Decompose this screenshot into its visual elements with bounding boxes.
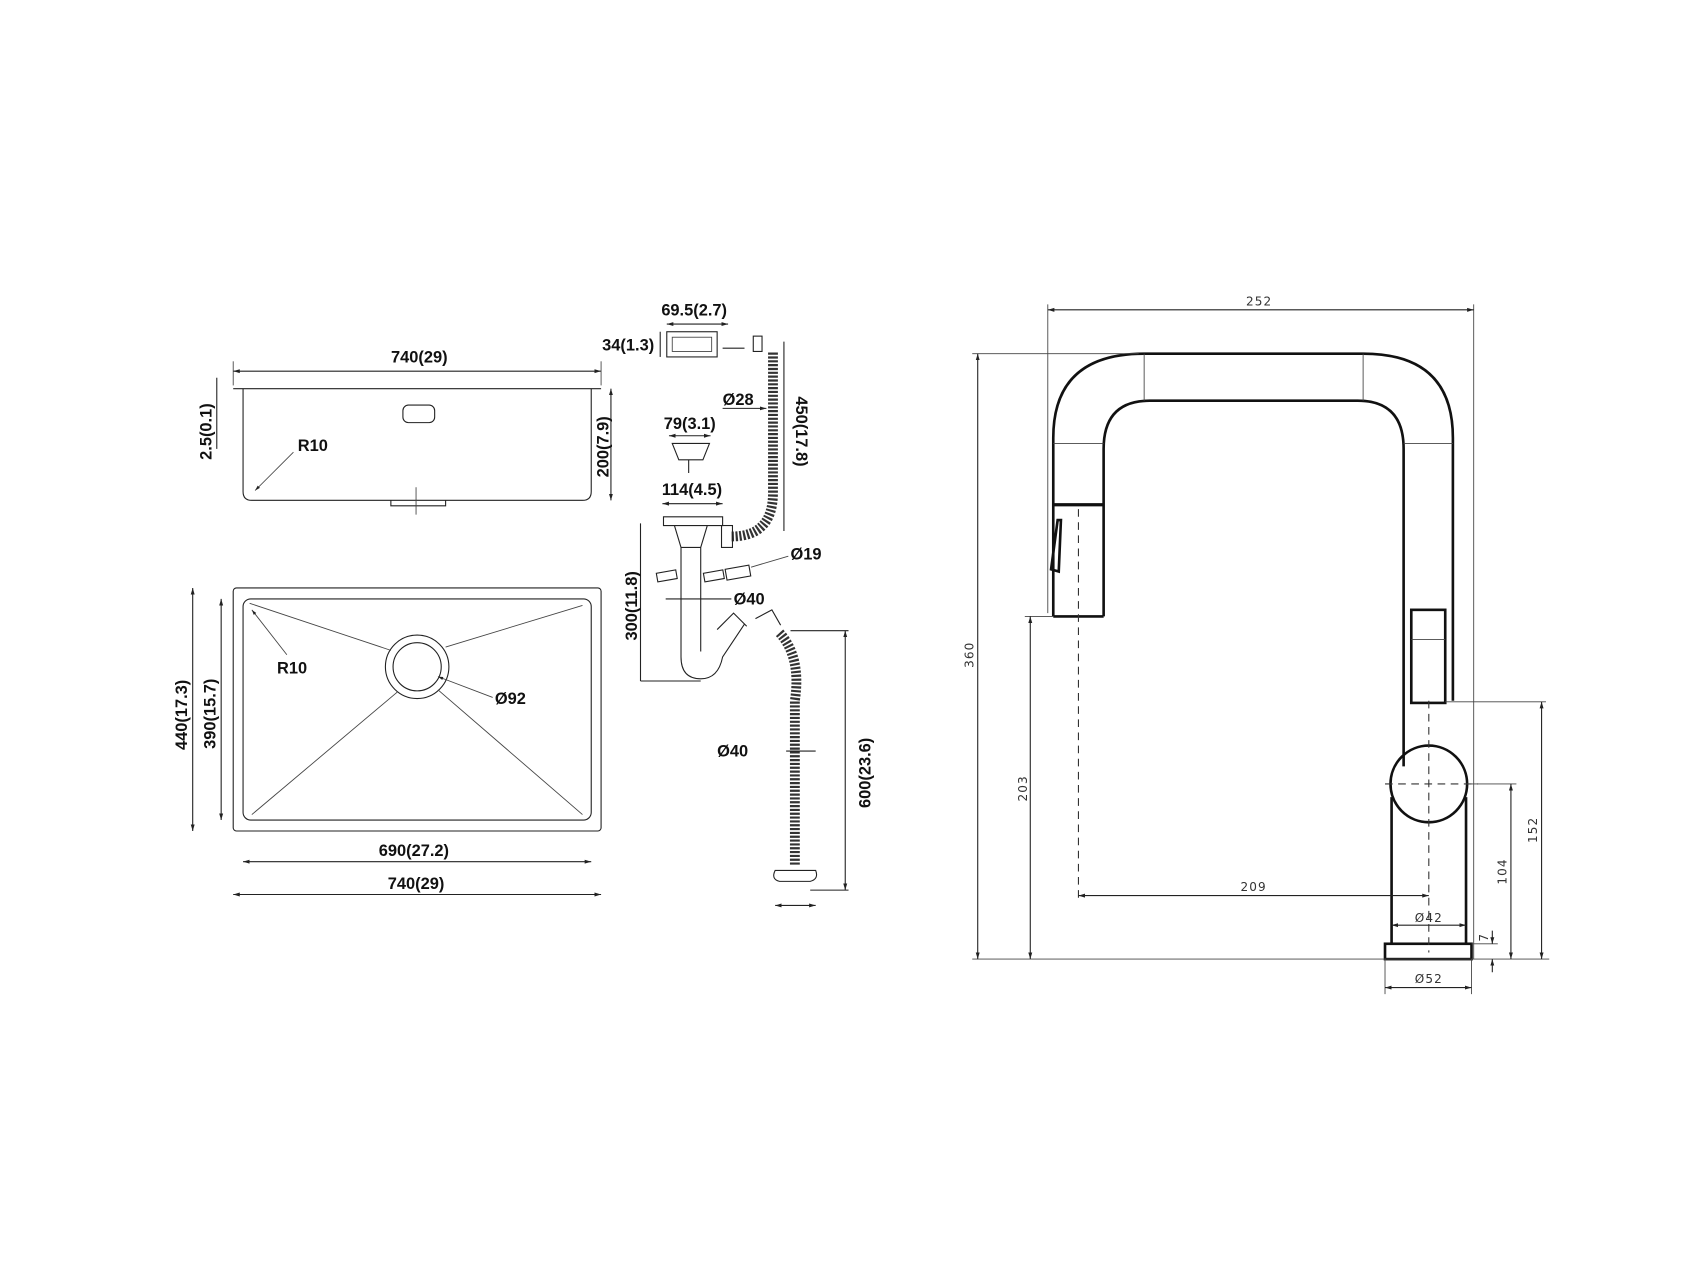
base-height-label: 7 <box>1477 933 1491 942</box>
drain-length-label: 600(23.6) <box>856 738 874 808</box>
drain-diameter-label: Ø92 <box>495 690 526 708</box>
spout-height-label: 203 <box>1016 775 1030 801</box>
sink-depth-label: 200(7.9) <box>595 416 613 477</box>
body-height-label: 104 <box>1496 858 1510 884</box>
faucet-width-label: 252 <box>1246 294 1272 308</box>
faucet-drawing: 252 360 203 209 152 104 Ø42 7 Ø52 <box>962 294 1550 995</box>
side-radius-label: R10 <box>298 437 328 455</box>
lever-height-label: 152 <box>1526 817 1540 843</box>
pipe-diameter-label: Ø40 <box>734 590 765 608</box>
hose-diameter-label: Ø28 <box>723 391 754 409</box>
strainer-label: 79(3.1) <box>664 415 716 433</box>
drain-hose-label: Ø40 <box>717 743 748 761</box>
faucet-height-label: 360 <box>962 642 976 668</box>
drain-kit: 69.5(2.7) 34(1.3) Ø28 450(17.8) 79(3.1) … <box>602 301 874 908</box>
sink-top-view: 440(17.3) 390(15.7) R10 Ø92 690(27.2) 74… <box>173 587 602 897</box>
flange-diameter-label: 114(4.5) <box>662 481 722 499</box>
inner-width-label: 690(27.2) <box>379 842 449 860</box>
sink-side-view: 740(29) 2.5(0.1) 200(7.9) R10 <box>197 348 613 515</box>
overflow-cover <box>666 331 718 358</box>
reach-label: 209 <box>1241 880 1267 894</box>
overflow-width-label: 69.5(2.7) <box>661 301 727 319</box>
outer-width-label: 740(29) <box>388 875 445 893</box>
base-diameter-label: Ø52 <box>1415 972 1443 986</box>
flange-label: 2.5(0.1) <box>197 403 215 460</box>
overflow-height-label: 34(1.3) <box>602 336 654 354</box>
body-diameter-label: Ø42 <box>1415 911 1443 925</box>
overflow-slot <box>402 404 436 424</box>
inner-depth-label: 390(15.7) <box>202 679 220 749</box>
top-radius-label: R10 <box>277 659 307 677</box>
inlet-label: Ø19 <box>790 545 821 563</box>
sink-width-label: 740(29) <box>391 348 448 366</box>
drain-outer <box>384 634 450 700</box>
trap-height-label: 300(11.8) <box>623 571 641 640</box>
hose-length-label: 450(17.8) <box>792 396 810 466</box>
outer-depth-label: 440(17.3) <box>173 680 191 750</box>
